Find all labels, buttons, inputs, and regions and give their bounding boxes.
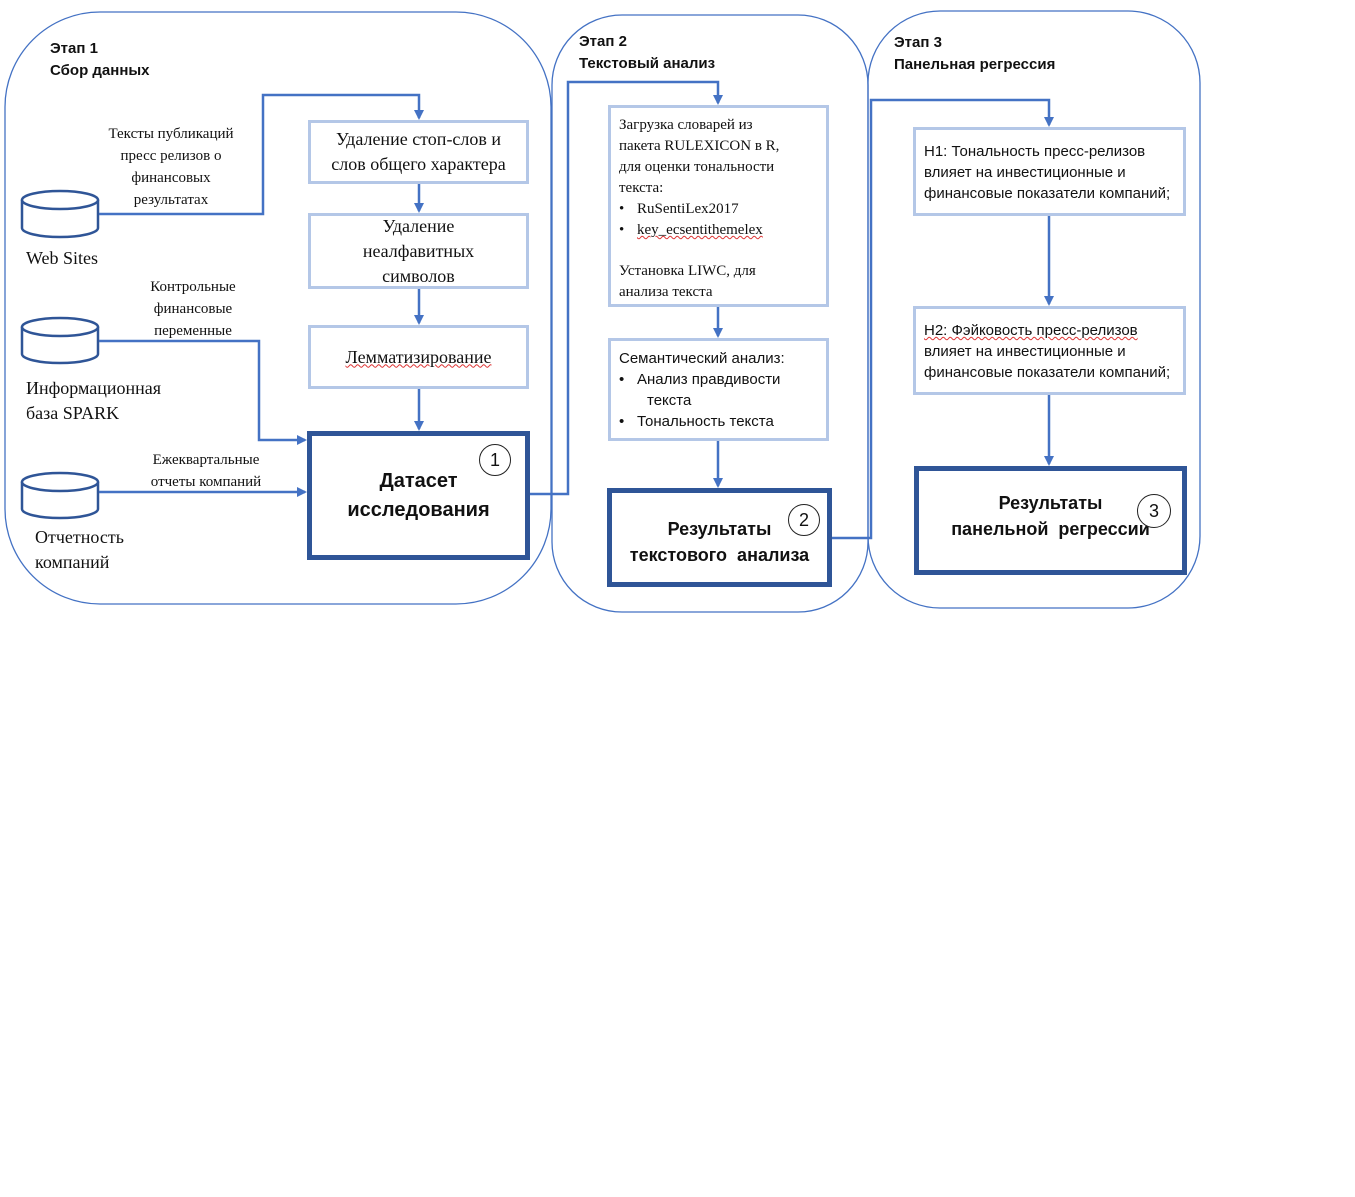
edge-label-press-releases: Тексты публикаций пресс релизов о финанс… — [108, 126, 234, 208]
database-label-spark: Информационная база SPARK — [26, 378, 162, 423]
arrow-result2-to-stage3 — [832, 98, 1054, 540]
database-icon-web-sites — [20, 189, 100, 239]
arrow-dataset-to-stage2 — [530, 80, 723, 496]
stage-3-number: Этап 3 — [894, 34, 942, 51]
result-dataset: Датасет исследования — [307, 431, 530, 560]
bullet-truthfulness: Анализ правдивости — [619, 369, 818, 390]
stage-2-number: Этап 2 — [579, 33, 627, 50]
step-load-dictionaries: Загрузка словарей из пакета RULEXICON в … — [608, 105, 829, 307]
edge-label-quarterly-reports: Ежеквартальные отчеты компаний — [150, 452, 262, 490]
step-number-badge-1: 1 — [479, 444, 511, 476]
arrow-websites-to-step1 — [99, 93, 424, 216]
step-number-badge-2: 2 — [788, 504, 820, 536]
database-label-reports: Отчетность компаний — [35, 527, 124, 572]
step-semantic-analysis: Семантический анализ: Анализ правдивости… — [608, 338, 829, 441]
result-text-analysis: Результаты текстового анализа — [607, 488, 832, 587]
step-remove-stopwords: Удаление стоп-слов и слов общего характе… — [308, 120, 529, 184]
database-icon-spark — [20, 316, 100, 365]
hypothesis-h2: H2: Фэйковость пресс-релизов влияет на и… — [913, 306, 1186, 395]
database-icon-reports — [20, 471, 100, 520]
hypothesis-h1: H1: Тональность пресс-релизов влияет на … — [913, 127, 1186, 216]
edge-label-control-variables: Контрольные финансовые переменные — [150, 279, 236, 339]
stage-2-title: Этап 2 Текстовый анализ — [579, 31, 715, 75]
arrow-spark-to-dataset — [99, 339, 307, 445]
stage-3-container — [867, 10, 1201, 609]
stage-2-name: Текстовый анализ — [579, 55, 716, 72]
stage-1-name: Сбор данных — [50, 62, 150, 79]
database-label-web-sites: Web Sites — [26, 248, 99, 268]
stage-1-container — [4, 11, 552, 605]
stage-3-name: Панельная регрессия — [894, 56, 1056, 73]
stage-1-title: Этап 1 Сбор данных — [50, 38, 150, 82]
bullet-key-ecsentithemelex: key_ecsentithemelex — [619, 220, 818, 241]
stage-3-title: Этап 3 Панельная регрессия — [894, 32, 1055, 76]
step-number-badge-3: 3 — [1137, 494, 1171, 528]
step-remove-nonalphabetic: Удаление неалфавитных символов — [308, 213, 529, 289]
bullet-rusentilex: RuSentiLex2017 — [619, 199, 818, 220]
bullet-sentiment: Тональность текста — [619, 411, 818, 432]
step-lemmatization: Лемматизирование — [308, 325, 529, 389]
stage-1-number: Этап 1 — [50, 40, 98, 57]
